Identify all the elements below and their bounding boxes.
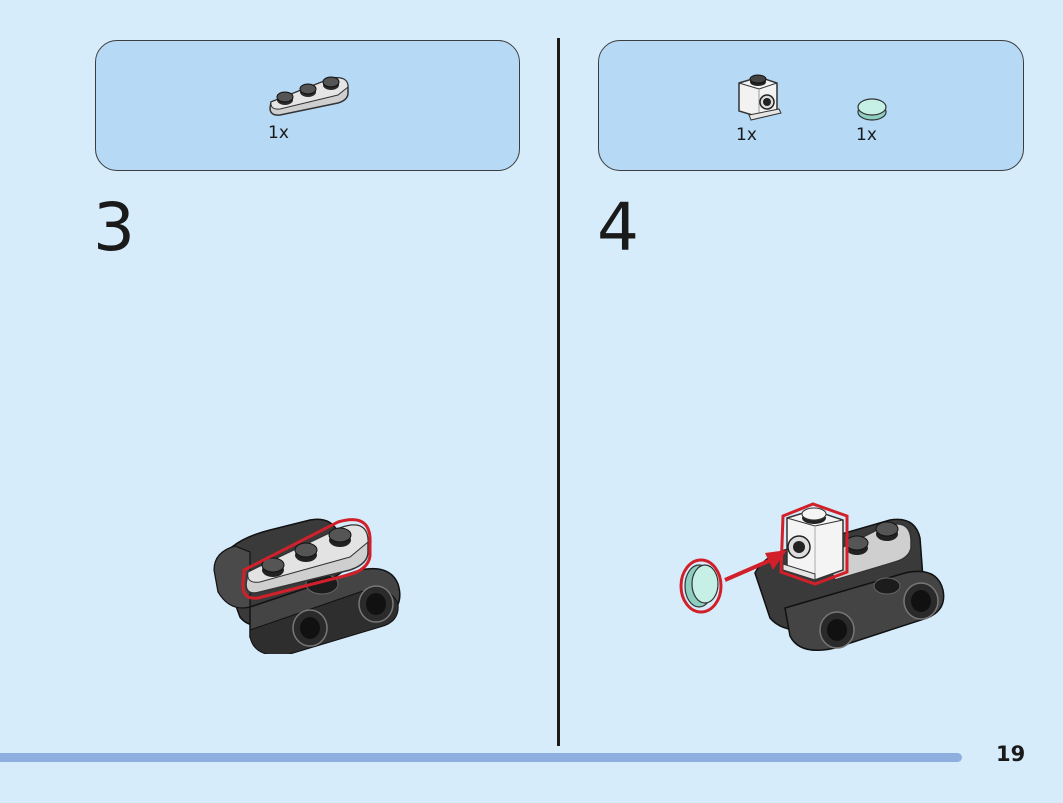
step-number: 4 (597, 189, 639, 266)
page-divider (557, 38, 560, 746)
assembly-model-step-4 (679, 502, 945, 651)
trans-light-aqua-round-tile-icon (857, 98, 887, 121)
grey-1x3-plate-icon (269, 76, 349, 116)
page-number: 19 (996, 742, 1026, 766)
step-number: 3 (93, 189, 135, 266)
part-quantity: 1x (736, 125, 757, 145)
white-bracket-brick-icon (738, 74, 782, 121)
parts-callout-step-3: 1x (95, 40, 520, 171)
parts-callout-step-4: 1x 1x (598, 40, 1024, 171)
part-quantity: 1x (268, 123, 289, 143)
footer-bar (0, 753, 962, 762)
part-quantity: 1x (856, 125, 877, 145)
assembly-model-step-3 (213, 518, 401, 654)
